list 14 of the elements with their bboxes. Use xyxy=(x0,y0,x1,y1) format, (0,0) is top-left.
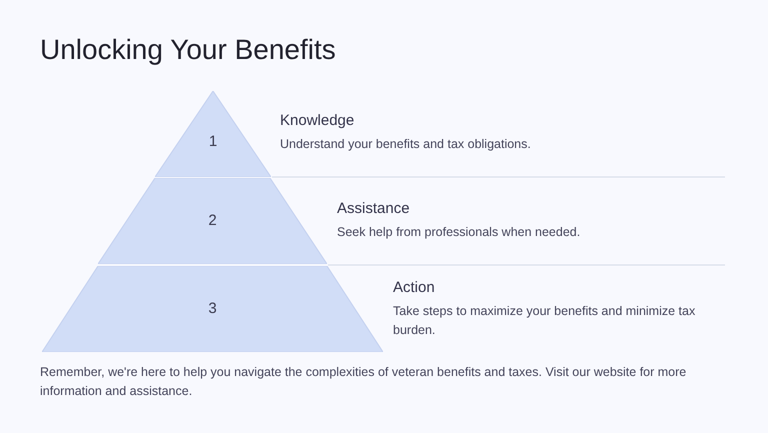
pyramid-tier xyxy=(98,178,327,264)
tier-description: Understand your benefits and tax obligations. xyxy=(280,136,532,153)
tier-description: Seek help from professionals when needed. xyxy=(337,224,582,241)
tier-number: 3 xyxy=(207,300,218,318)
tier-description: Take steps to maximize your benefits and minimize tax burden. xyxy=(393,303,696,339)
pyramid-tier xyxy=(42,266,383,352)
title: Unlocking Your Benefits xyxy=(40,33,336,67)
tier-heading: Knowledge xyxy=(280,111,356,131)
tier-heading: Assistance xyxy=(337,199,411,219)
tier-number: 2 xyxy=(207,212,218,230)
pyramid-tier xyxy=(155,91,271,177)
tier-heading: Action xyxy=(393,278,436,298)
tier-number: 1 xyxy=(208,133,218,151)
footer-note: Remember, we're here to help you navigate the complexities of veteran benefits and taxes. Visit our website for more information and assistance. xyxy=(40,364,688,400)
